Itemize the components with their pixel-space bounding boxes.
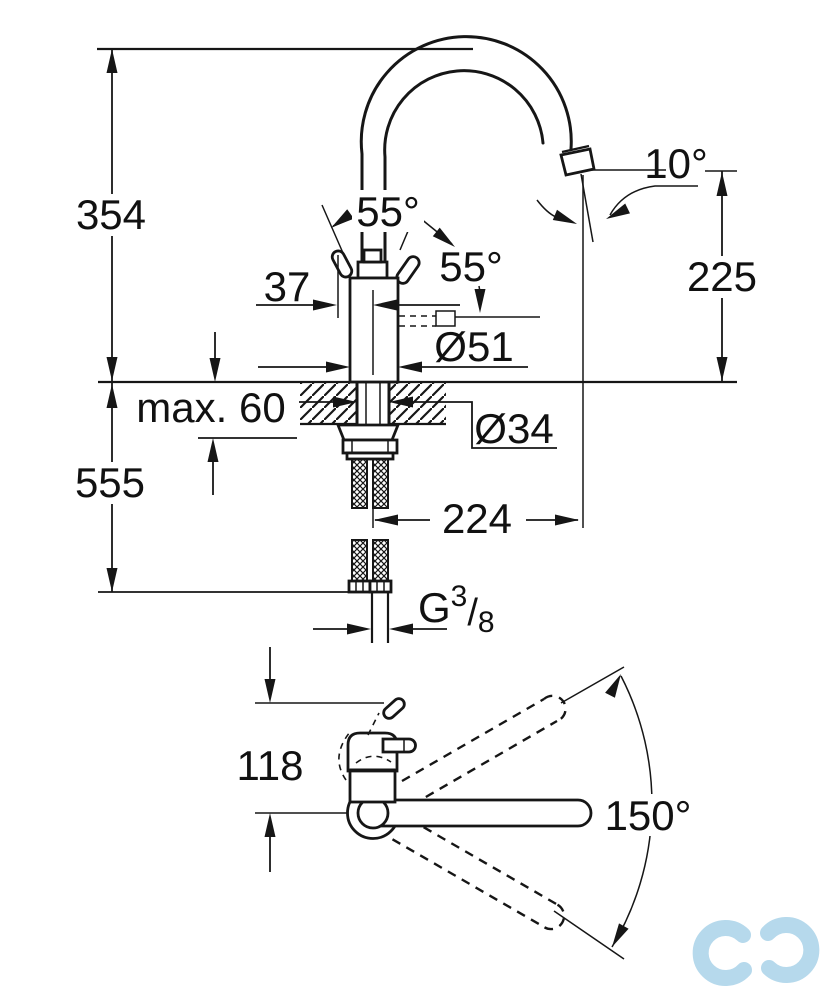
swivel-spout-upper-dashed [401,697,545,783]
body-diameter-label: Ø51 [434,323,513,370]
swivel-spout-upper-cap [543,694,567,723]
handle-knob [381,737,417,754]
shank-inner-lines [365,383,381,425]
handle-inner-dashed-arc [355,755,392,764]
swivel-lower-extension [553,910,625,960]
swivel-spout-lower-dashed [409,818,559,906]
max-counter-thickness-label: max. 60 [136,384,285,431]
faucet-body [348,276,400,384]
handle-tip-dashed [367,712,380,736]
height-below-deck-label: 555 [75,459,145,506]
dim-lever-angle-right [474,285,486,313]
aerator-tip [559,147,596,177]
lever-horizontal-dashed [399,315,436,327]
plate-225 [688,256,756,298]
plate-150 [599,794,697,836]
logo-right-loop-icon [760,917,820,983]
dim-hole-diameter [299,396,557,449]
handle-tip-raised [382,697,406,720]
stream-angle-line [580,173,594,243]
spout-top-view [371,798,593,828]
lever-angle-left-label: 55° [356,188,420,235]
handle-swing-dashed-arc [338,731,351,781]
mounting-flange [335,423,401,442]
fitting-ridges [355,581,385,592]
dim-axis-offset [256,255,460,318]
dim-thread [313,623,447,635]
top-view [255,647,653,960]
supply-hose-right-lower [372,539,389,584]
plate-55-left [352,190,424,232]
mounting-washer [345,451,395,461]
spout-outer-arc [359,35,573,264]
cartridge-top [362,248,383,264]
mounting-nut-facets [351,440,389,453]
thread-label: G3/8 [418,580,495,639]
axis-offset-label: 37 [264,263,311,310]
hole-diameter-label: Ø34 [474,405,553,452]
swivel-range-label: 150° [605,792,692,839]
height-above-deck-label: 354 [76,191,146,238]
lever-horizontal-tip [435,310,456,327]
dim-max-counter-thickness [198,332,297,495]
supply-hose-left-upper [351,458,368,509]
swivel-spout-lower-dashed-2 [391,838,546,929]
brand-watermark-logo [692,917,820,986]
shank-edges [355,381,391,427]
connection-pipe [370,592,390,643]
dim-outlet-angle [536,185,698,224]
dim-body-diameter [258,361,528,373]
handle-clearance-label: 118 [237,742,304,789]
outlet-angle-label: 10° [644,140,708,187]
handle-lever-left [330,249,354,279]
side-view [97,35,737,643]
left-lever-extension-line [321,204,344,254]
dim-spout-reach [374,514,579,526]
supply-hose-left-lower [351,539,368,584]
cartridge-cap [356,260,389,280]
supply-hose-right-upper [372,458,389,509]
plate-224 [432,498,524,538]
spout-reach-label: 224 [442,495,512,542]
plate-354 [78,194,146,236]
lever-angle-right-label: 55° [439,243,503,290]
hose-fitting-left [347,579,372,594]
dim-handle-clearance [255,647,384,872]
hose-fitting-right [368,579,393,594]
spout-inner-arc [383,69,545,264]
plate-555 [76,462,144,504]
swivel-spout-upper-dashed-2 [411,719,558,807]
mounting-nut [341,438,399,455]
swivel-upper-extension [560,666,625,704]
swivel-spout-lower-cap [543,903,566,931]
logo-left-loop-icon [692,920,752,986]
body-top-view [348,768,397,804]
spout-height-label: 225 [687,253,757,300]
